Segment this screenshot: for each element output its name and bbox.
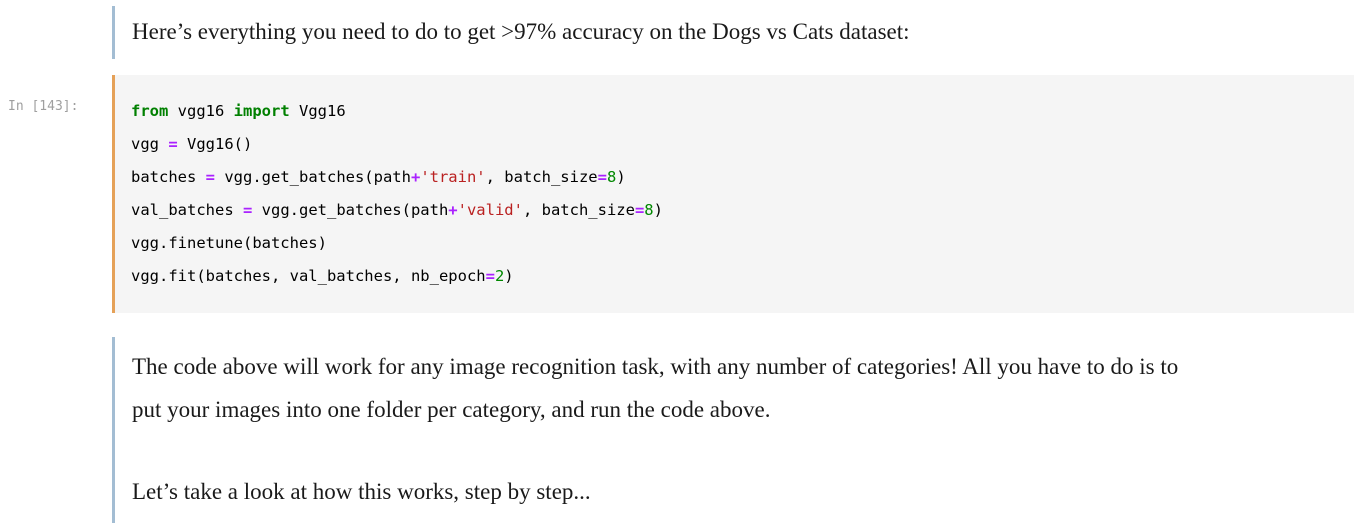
code-line: vgg = Vgg16() — [131, 135, 253, 153]
code-area[interactable]: from vgg16 import Vgg16 vgg = Vgg16() batc… — [112, 75, 1354, 313]
code-cell: In [143]: from vgg16 import Vgg16 vgg = V… — [0, 75, 1354, 313]
markdown-cell-intro: Here’s everything you need to do to get … — [112, 6, 1352, 59]
code-line: vgg.fit(batches, val_batches, nb_epoch=2… — [131, 267, 514, 285]
code-line: vgg.finetune(batches) — [131, 234, 327, 252]
code-line: val_batches = vgg.get_batches(path+'vali… — [131, 201, 663, 219]
code-line: batches = vgg.get_batches(path+'train', … — [131, 168, 626, 186]
markdown-outro-paragraph-2: Let’s take a look at how this works, ste… — [132, 479, 591, 504]
notebook: Here’s everything you need to do to get … — [0, 6, 1366, 523]
markdown-outro-paragraph-1: The code above will work for any image r… — [132, 354, 1179, 422]
markdown-cell-outro: The code above will work for any image r… — [112, 337, 1352, 523]
input-prompt: In [143]: — [8, 99, 79, 114]
markdown-intro-text: Here’s everything you need to do to get … — [132, 19, 910, 44]
code-line: from vgg16 import Vgg16 — [131, 102, 346, 120]
